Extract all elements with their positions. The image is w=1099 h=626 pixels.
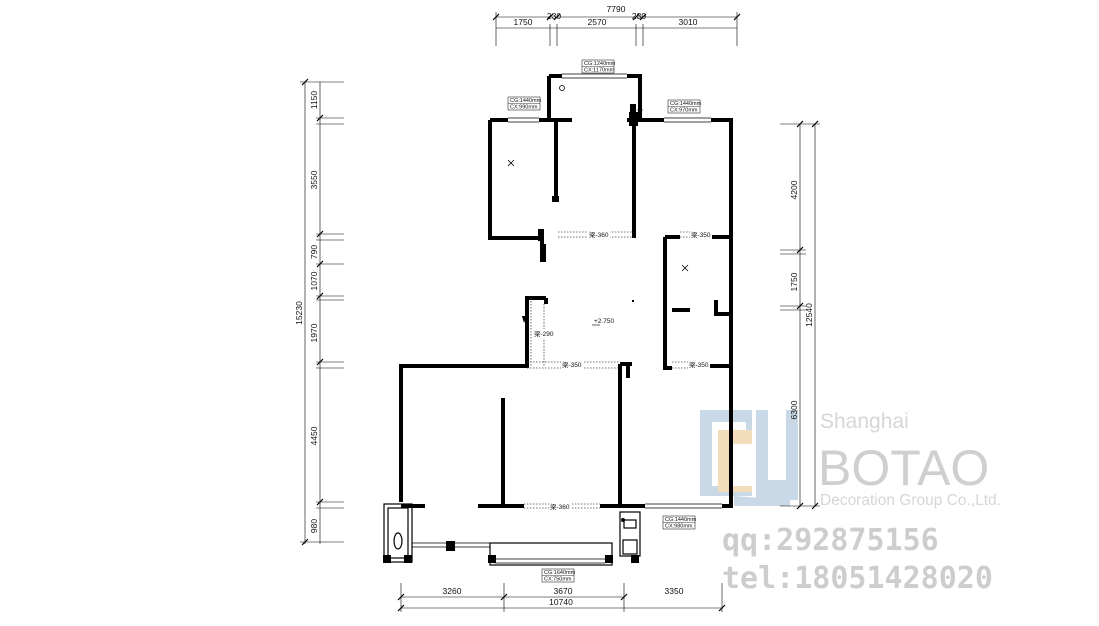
- window-tag-top: CG:1240mm CX:1170mm: [581, 59, 616, 74]
- dimension-ticks: [301, 13, 819, 612]
- watermark-tel: tel:18051428020: [722, 561, 993, 596]
- left-dimensions: 15230 1150 3550 790 1070 1970 4450 980: [294, 91, 319, 534]
- watermark: Shanghai BOTAO Decoration Group Co.,Ltd.…: [722, 410, 1001, 596]
- wall-nibs: [538, 104, 638, 302]
- watermark-brand: BOTAO: [818, 440, 989, 496]
- tag-left-cx: CX:990mm: [510, 105, 538, 111]
- beams: [524, 231, 709, 509]
- top-dimensions: 7790 1750 230 2570 230 3010: [514, 4, 698, 27]
- dim-right-total: 12540: [804, 303, 814, 327]
- dim-left-2: 3550: [309, 170, 319, 189]
- tag-right-cx: CX:970mm: [670, 108, 698, 114]
- level-marker-icon: [522, 316, 527, 323]
- dim-top-2: 230: [547, 11, 561, 21]
- window-tag-bottom-right: CG:1440mm CX:980mm: [662, 515, 697, 530]
- ceiling-light-icon-2: [681, 264, 689, 272]
- walls: [399, 74, 733, 508]
- dim-bottom-1: 3260: [443, 586, 462, 596]
- pipe-icon: [559, 85, 565, 91]
- tag-top-cx: CX:1170mm: [584, 68, 615, 74]
- dim-bottom-2: 3670: [554, 586, 573, 596]
- window-tag-left-bedroom: CG:1440mm CX:990mm: [507, 96, 542, 111]
- dim-left-5: 1970: [309, 323, 319, 342]
- tag-right-cg: CG:1440mm: [670, 101, 702, 107]
- bottom-dimensions: 10740 3260 3670 3350: [443, 586, 684, 607]
- watermark-qq: qq:292875156: [722, 523, 939, 558]
- tag-bb-cg: CG:1640mm: [544, 570, 576, 576]
- dim-right-1: 4200: [789, 180, 799, 199]
- dim-top-1: 1750: [514, 17, 533, 27]
- beam-label-3: 梁-290: [534, 329, 554, 338]
- dim-left-6: 4450: [309, 426, 319, 445]
- beam-labels: 梁-360 梁-350 梁-290 梁-350 梁-350 梁-360: [533, 230, 712, 511]
- beam-label-6: 梁-360: [550, 502, 570, 511]
- beam-label-4: 梁-350: [562, 360, 582, 369]
- botao-logo: [700, 410, 798, 506]
- dim-left-total: 15230: [294, 301, 304, 325]
- ceiling-height-label: +2.750: [594, 318, 614, 325]
- beam-label-5: 梁-350: [689, 360, 709, 369]
- dim-left-3: 790: [309, 245, 319, 259]
- window-tag-bottom-balcony: CG:1640mm CX:750mm: [541, 568, 576, 583]
- columns: [383, 541, 639, 563]
- dim-bottom-total: 10740: [549, 597, 573, 607]
- beam-label-2: 梁-350: [691, 230, 711, 239]
- watermark-city: Shanghai: [820, 410, 909, 433]
- balconies: [383, 503, 641, 566]
- ceiling-light-icon: [507, 159, 515, 167]
- tag-bb-cx: CX:750mm: [544, 577, 572, 583]
- windows: [412, 73, 722, 564]
- meter-icon: [621, 518, 625, 522]
- tag-br-cx: CX:980mm: [665, 524, 693, 530]
- pipe-icon-2: [637, 107, 643, 113]
- tag-left-cg: CG:1440mm: [510, 98, 542, 104]
- tag-br-cg: CG:1440mm: [665, 517, 697, 523]
- dim-top-5: 3010: [679, 17, 698, 27]
- beam-label-1: 梁-360: [589, 230, 609, 239]
- window-tag-right-bedroom: CG:1440mm CX:970mm: [667, 99, 702, 114]
- dim-top-total: 7790: [607, 4, 626, 14]
- dim-left-4: 1070: [309, 271, 319, 290]
- dim-left-1: 1150: [309, 91, 319, 110]
- dim-left-7: 980: [309, 519, 319, 533]
- dim-bottom-3: 3350: [665, 586, 684, 596]
- dimension-lines: [300, 12, 820, 612]
- dim-right-3: 6300: [789, 400, 799, 419]
- dim-top-3: 2570: [588, 17, 607, 27]
- right-dimensions: 12540 4200 1750 6300: [789, 180, 814, 419]
- dim-right-2: 1750: [789, 272, 799, 291]
- dim-top-4: 230: [632, 11, 646, 21]
- watermark-subtitle: Decoration Group Co.,Ltd.: [820, 492, 1001, 509]
- tag-top-cg: CG:1240mm: [584, 61, 616, 67]
